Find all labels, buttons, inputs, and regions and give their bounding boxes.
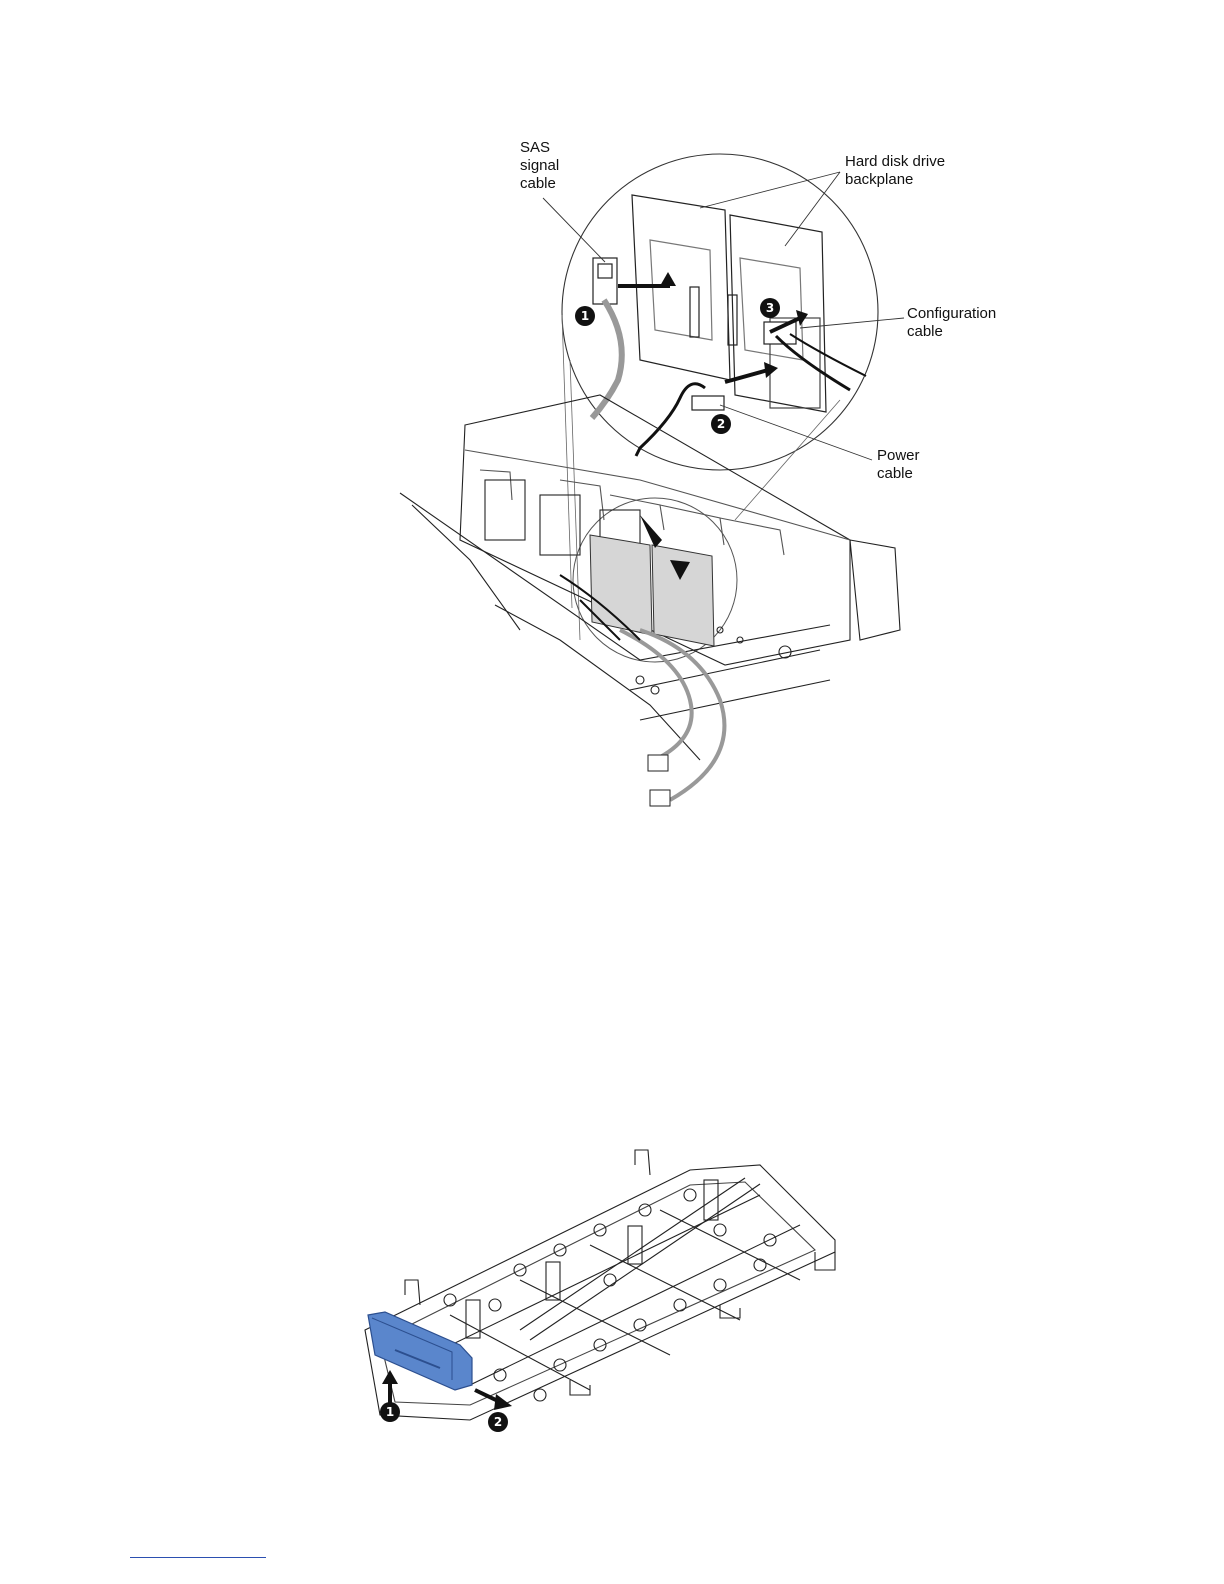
power-cable-label: Power cable [877, 447, 920, 483]
footer-rule [130, 1557, 266, 1558]
figure-backplane-cabling: SAS signal cable Hard disk drive backpla… [0, 0, 1224, 840]
figure-cable-tray: 1 2 [0, 1140, 1224, 1440]
backplane-cabling-illustration [0, 0, 1224, 840]
tray-callout-1-badge: 1 [380, 1402, 400, 1422]
tray-callout-2-badge: 2 [488, 1412, 508, 1432]
sas-signal-cable-label: SAS signal cable [520, 139, 559, 193]
cable-tray-illustration [0, 1140, 1224, 1440]
callout-1-badge: 1 [575, 306, 595, 326]
callout-2-badge: 2 [711, 414, 731, 434]
callout-3-badge: 3 [760, 298, 780, 318]
latch-shape [368, 1312, 472, 1390]
configuration-cable-label: Configuration cable [907, 305, 996, 341]
backplane-label: Hard disk drive backplane [845, 153, 945, 189]
